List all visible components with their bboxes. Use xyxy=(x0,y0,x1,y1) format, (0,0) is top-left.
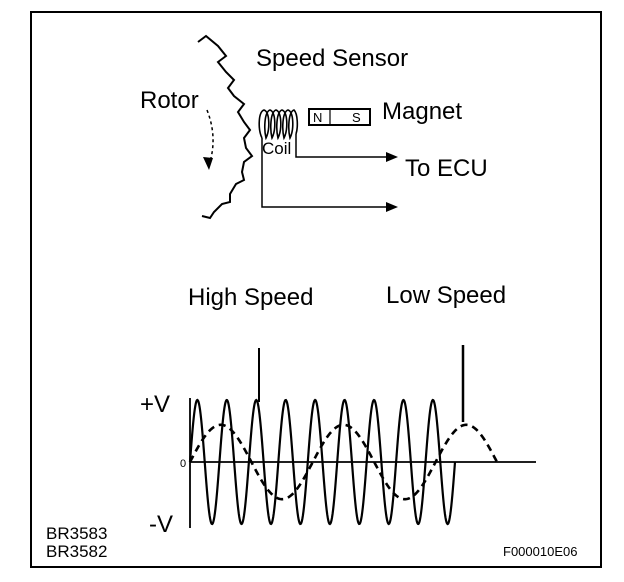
to-ecu-label: To ECU xyxy=(405,155,488,182)
low-speed-waveform xyxy=(188,423,499,501)
wire-to-ecu-lower xyxy=(261,138,392,208)
magnet-south-label: S xyxy=(352,110,361,125)
reference-code-1: BR3583 xyxy=(46,524,107,543)
wire-to-ecu-upper xyxy=(295,134,392,158)
rotor-label: Rotor xyxy=(140,87,199,114)
magnet-label: Magnet xyxy=(382,98,462,125)
arrowhead-upper xyxy=(386,152,398,162)
figure-frame xyxy=(30,11,602,568)
arrowhead-lower xyxy=(386,202,398,212)
speed-sensor-label: Speed Sensor xyxy=(256,45,408,72)
high-speed-label: High Speed xyxy=(188,284,313,311)
minus-v-label: -V xyxy=(149,511,173,538)
high-speed-waveform xyxy=(188,398,457,526)
magnet-north-label: N xyxy=(313,110,322,125)
reference-code-2: BR3582 xyxy=(46,542,107,561)
plus-v-label: +V xyxy=(140,391,170,418)
coil-label: Coil xyxy=(262,139,291,158)
magnet-body xyxy=(308,108,371,126)
rotor-teeth xyxy=(197,34,254,220)
low-speed-label: Low Speed xyxy=(386,282,506,309)
coil-winding xyxy=(258,109,299,141)
rotor-arrow-head xyxy=(203,157,213,170)
figure-id: F000010E06 xyxy=(503,544,577,559)
waveform-plot: High Speed Low Speed +V -V 0 xyxy=(140,282,536,538)
zero-label: 0 xyxy=(180,458,186,470)
rotor-rotation-arrow xyxy=(206,109,214,166)
sensor-schematic: N S Speed Sensor Rotor Magnet Coil To EC… xyxy=(140,34,488,220)
